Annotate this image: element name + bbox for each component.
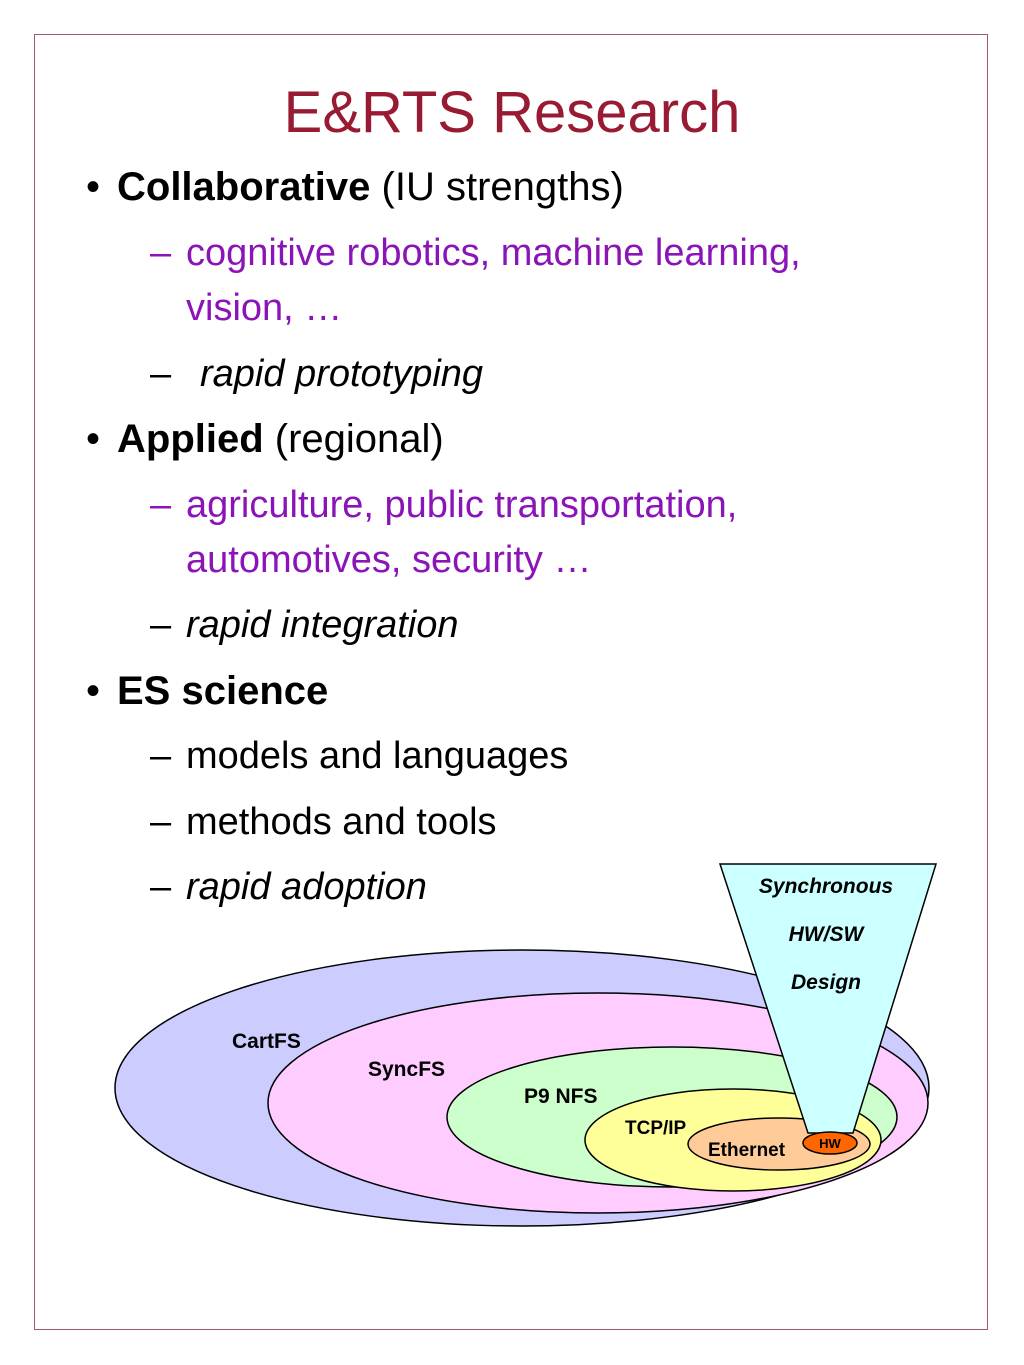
funnel-label-line-1: Synchronous	[759, 875, 893, 898]
bullet-marker-2: •	[86, 417, 101, 461]
dash-marker: –	[150, 801, 172, 843]
sub-item-line: cognitive robotics, machine learning,	[186, 232, 801, 274]
bullet-applied: Applied (regional)	[117, 415, 444, 463]
bullet-heading: Collaborative	[117, 165, 371, 209]
bullet-note: (IU strengths)	[370, 165, 624, 209]
dash-marker: –	[150, 866, 172, 908]
layer-hw-ellipse	[802, 1131, 858, 1155]
layer-label-ethernet: Ethernet	[708, 1140, 786, 1161]
funnel-label-line-3: Design	[791, 971, 861, 994]
dash-marker: –	[150, 353, 172, 395]
dash-marker: –	[150, 604, 172, 646]
sub-item-line: agriculture, public transportation,	[186, 484, 738, 526]
sub-item-line: methods and tools	[186, 801, 497, 843]
dash-marker: –	[150, 735, 172, 777]
sub-item-line: vision, …	[186, 287, 343, 329]
bullet-heading: Applied	[117, 417, 264, 461]
layer-label-hw: HW	[819, 1136, 841, 1151]
sub-item-line: rapid integration	[186, 604, 459, 646]
sub-item-line: rapid adoption	[186, 866, 427, 908]
bullet-es-science: ES science	[117, 667, 328, 715]
sub-item-line: rapid prototyping	[200, 353, 484, 395]
sub-item-line: models and languages	[186, 735, 569, 777]
bullet-collaborative: Collaborative (IU strengths)	[117, 163, 624, 211]
sub-item-line: automotives, security …	[186, 539, 592, 581]
dash-marker: –	[150, 232, 172, 274]
layer-label-syncfs: SyncFS	[368, 1058, 445, 1081]
layer-label-cartfs: CartFS	[232, 1030, 301, 1053]
bullet-marker-3: •	[86, 669, 101, 713]
slide-frame	[34, 34, 988, 1330]
layer-label-tcpip: TCP/IP	[625, 1118, 687, 1139]
layer-label-p9nfs: P9 NFS	[524, 1085, 598, 1108]
bullet-marker-1: •	[86, 165, 101, 209]
design-funnel	[718, 863, 938, 1134]
bullet-heading: ES science	[117, 669, 329, 713]
bullet-note: (regional)	[263, 417, 444, 461]
dash-marker: –	[150, 484, 172, 526]
funnel-label-line-2: HW/SW	[789, 923, 866, 946]
page-title: E&RTS Research	[283, 80, 741, 145]
